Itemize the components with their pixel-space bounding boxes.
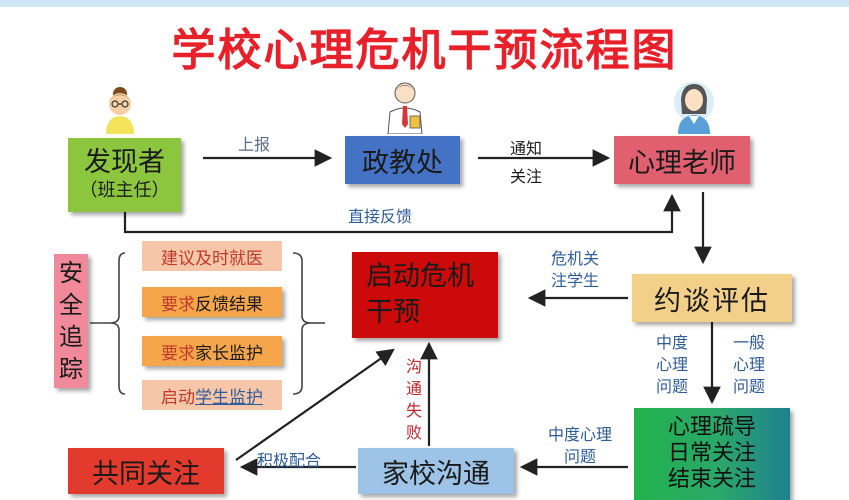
node-joint-attention: 共同关注 — [68, 448, 224, 494]
edge-label-comm-failure: 沟 通 失 败 — [404, 356, 424, 444]
edge-label-crisis-attention: 危机关 注学生 — [551, 248, 599, 292]
edge-label-report: 上报 — [238, 135, 271, 154]
node-safety-tracking: 安 全 追 踪 — [54, 254, 88, 388]
node-discoverer: 发现者 （班主任） — [68, 138, 181, 212]
edge-label-comm-failure-2: 通 — [405, 379, 422, 398]
edge-label-comm-failure-3: 失 — [405, 401, 422, 420]
edge-label-moderate-1: 中度 — [656, 333, 689, 352]
safety-char-1: 安 — [59, 259, 83, 287]
top-banner-strip — [0, 0, 849, 7]
node-home-school-comm: 家校沟通 — [358, 448, 514, 494]
edge-label-moderate-2: 心理 — [656, 355, 689, 374]
edge-label-general: 一般 心理 问题 — [733, 332, 765, 398]
safety-char-3: 追 — [59, 323, 83, 351]
safety-item-3-pre: 要求 — [161, 343, 195, 364]
teacher-woman-icon — [106, 87, 134, 134]
node-political-office-label: 政教处 — [362, 147, 443, 179]
safety-item-4-pre: 启动 — [161, 387, 195, 408]
edge-label-general-3: 问题 — [733, 377, 766, 396]
page-title: 学校心理危机干预流程图 — [171, 25, 678, 76]
safety-char-4: 踪 — [59, 355, 83, 383]
node-joint-label: 共同关注 — [92, 458, 200, 490]
safety-item-2-text: 反馈结果 — [195, 294, 263, 315]
edge-label-notify-2: 关注 — [510, 167, 543, 186]
safety-item-parent-supervision: 要求家长监护 — [142, 336, 282, 366]
edge-label-general-2: 心理 — [733, 355, 766, 374]
node-counseling-line2: 日常关注 — [667, 441, 756, 466]
node-home-school-label: 家校沟通 — [382, 458, 490, 490]
node-interview-label: 约谈评估 — [654, 285, 770, 317]
node-counseling-line1: 心理疏导 — [667, 415, 756, 440]
edge-label-comm-failure-4: 败 — [405, 423, 422, 442]
node-psych-teacher-label: 心理老师 — [628, 147, 736, 179]
node-psych-teacher: 心理老师 — [614, 136, 750, 184]
safety-item-4-underline: 学生监护 — [195, 387, 263, 408]
edge-label-moderate-psych-2: 问题 — [564, 447, 597, 466]
node-crisis-intervention: 启动危机 干预 — [352, 252, 498, 338]
edge-label-moderate: 中度 心理 问题 — [656, 332, 688, 398]
edge-label-crisis-attention-2: 注学生 — [551, 271, 600, 290]
edge-label-moderate-psych: 中度心理 问题 — [548, 424, 612, 468]
node-political-office: 政教处 — [345, 136, 460, 184]
node-crisis-line2: 干预 — [366, 297, 420, 328]
node-discoverer-subtitle: （班主任） — [79, 180, 170, 201]
edge-label-direct-feedback: 直接反馈 — [348, 207, 413, 226]
safety-item-3-text: 家长监护 — [195, 343, 263, 364]
edge-label-general-1: 一般 — [733, 333, 766, 352]
safety-item-seek-medical: 建议及时就医 — [142, 241, 282, 271]
safety-item-student-supervision: 启动学生监护 — [142, 380, 282, 410]
officer-man-icon — [387, 82, 423, 134]
psychologist-woman-icon — [674, 82, 714, 134]
node-discoverer-title: 发现者 — [84, 147, 165, 178]
safety-item-feedback: 要求反馈结果 — [142, 287, 282, 317]
edge-label-notify: 通知 关注 — [510, 138, 542, 188]
node-counseling-line3: 结束关注 — [667, 467, 756, 492]
edge-label-cooperate: 积极配合 — [257, 451, 322, 470]
edge-label-comm-failure-1: 沟 — [405, 357, 422, 376]
node-interview-assessment: 约谈评估 — [632, 274, 792, 322]
safety-char-2: 全 — [59, 291, 83, 319]
edge-label-moderate-3: 问题 — [656, 377, 689, 396]
node-crisis-line1: 启动危机 — [366, 261, 474, 292]
edge-label-crisis-attention-1: 危机关 — [551, 249, 600, 268]
safety-item-1-text: 建议及时就医 — [161, 248, 263, 269]
edge-label-moderate-psych-1: 中度心理 — [548, 425, 613, 444]
safety-item-2-pre: 要求 — [161, 294, 195, 315]
node-counseling: 心理疏导 日常关注 结束关注 — [634, 408, 790, 500]
edge-label-notify-1: 通知 — [510, 139, 543, 158]
